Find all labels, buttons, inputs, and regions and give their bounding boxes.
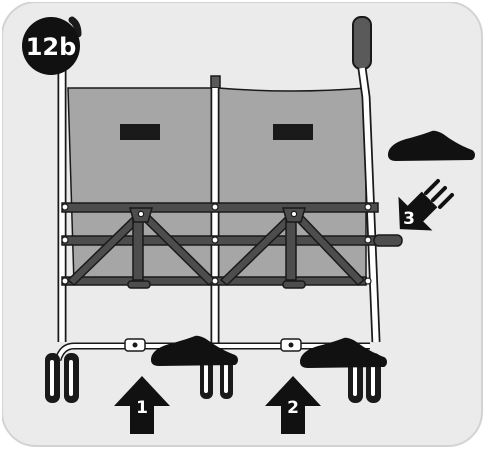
wheel-center-right	[220, 357, 233, 399]
left-handle	[68, 16, 82, 38]
right-handle-grip	[352, 16, 372, 70]
left-seat-label-patch	[120, 124, 160, 140]
wheel-center-left	[200, 357, 213, 399]
up-arrow-icon-1: 1	[114, 376, 170, 434]
step-badge: 12b	[22, 17, 80, 75]
step-badge-label: 12b	[26, 33, 77, 61]
right-frame-tube	[357, 67, 381, 343]
right-seat-label-patch	[273, 124, 313, 140]
upper-cross-bar	[61, 202, 379, 213]
callout-number-3: 3	[403, 209, 415, 229]
wheel-left-inner	[64, 353, 79, 403]
fold-lever	[373, 234, 403, 247]
diagonal-arrow-icon-3: 3	[398, 191, 438, 231]
frame-rivets	[61, 203, 372, 285]
center-post-cap	[210, 75, 221, 89]
motion-lines-icon	[424, 179, 454, 209]
callout-number-2: 2	[287, 398, 299, 418]
wheel-left-outer	[45, 353, 60, 403]
up-arrow-icon-2: 2	[265, 376, 321, 434]
right-x-brace	[219, 207, 366, 289]
callout-number-1: 1	[136, 398, 148, 418]
